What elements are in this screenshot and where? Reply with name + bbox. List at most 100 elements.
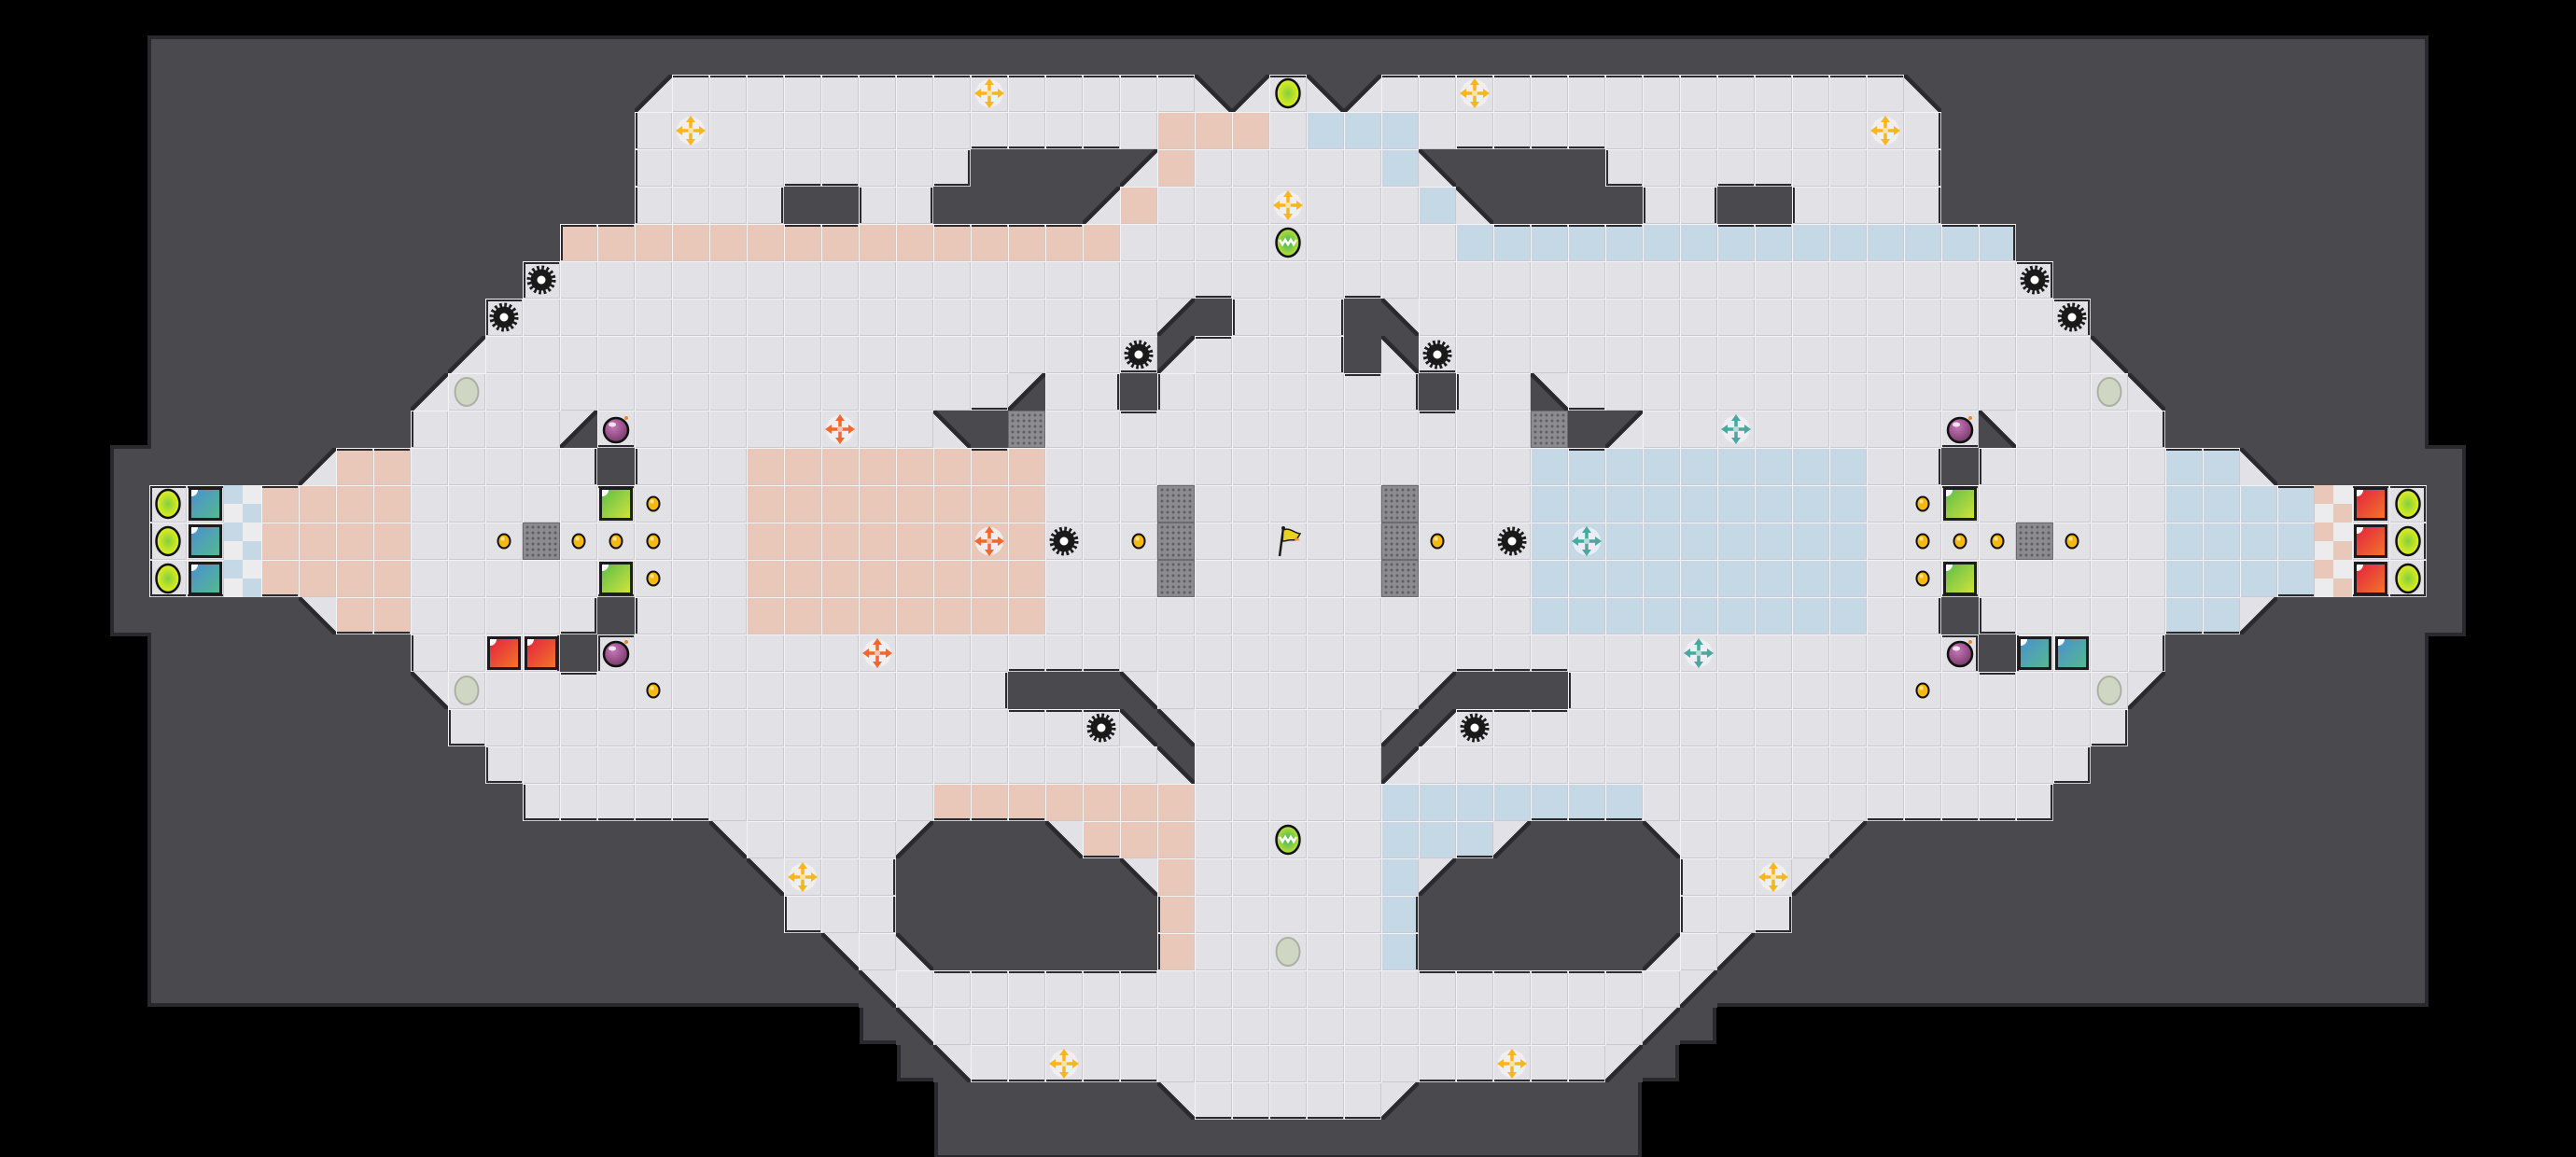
sloped-wall-tile: [1717, 933, 1755, 970]
floor-tile: [1605, 149, 1643, 187]
floor-tile: [2053, 709, 2091, 746]
floor-tile: [859, 784, 896, 821]
floor-tile: [896, 336, 933, 373]
floor-tile: [971, 112, 1008, 149]
floor-tile: [1904, 149, 1941, 187]
floor-tile: [1419, 224, 1456, 261]
floor-tile: [859, 746, 896, 784]
floor-tile: [1344, 858, 1381, 896]
blue-floor-tile: [2203, 448, 2240, 485]
floor-tile: [1232, 336, 1269, 373]
sloped-wall-tile: [1120, 672, 1157, 709]
floor-tile: [1344, 261, 1381, 299]
yellow-move-arrows-icon-graphic: [1758, 862, 1788, 892]
salmon-floor-tile: [709, 224, 747, 261]
floor-tile: [971, 1008, 1008, 1045]
yellow-goal-orb-icon: [2389, 560, 2427, 597]
floor-tile: [597, 336, 635, 373]
gold-coin-icon: [485, 523, 523, 560]
blue-floor-tile: [1381, 821, 1419, 858]
floor-tile: [1493, 560, 1531, 597]
floor-tile: [1307, 261, 1344, 299]
teal-move-arrows-icon-graphic: [1721, 414, 1751, 444]
floor-tile: [1083, 75, 1120, 112]
floor-tile: [896, 373, 933, 411]
salmon-floor-tile: [784, 224, 821, 261]
floor-tile: [1307, 1008, 1344, 1045]
sloped-wall-tile: [1643, 933, 1680, 970]
sloped-wall-tile: [1605, 1045, 1643, 1082]
salmon-floor-tile: [933, 560, 971, 597]
floor-tile: [560, 709, 597, 746]
floor-tile: [1269, 560, 1307, 597]
floor-tile: [1195, 672, 1232, 709]
sloped-wall-tile: [2128, 373, 2165, 411]
floor-tile: [2016, 336, 2053, 373]
floor-tile: [635, 336, 672, 373]
floor-tile: [1344, 1045, 1381, 1082]
gold-coin-icon: [1904, 560, 1941, 597]
gold-coin-icon-graphic: [2065, 533, 2079, 550]
floor-tile: [560, 299, 597, 336]
blue-crate-graphic: [189, 487, 222, 521]
floor-tile: [2016, 448, 2053, 485]
floor-tile: [1045, 970, 1083, 1008]
floor-tile: [1232, 261, 1269, 299]
floor-tile: [971, 1045, 1008, 1082]
floor-tile: [597, 709, 635, 746]
blue-floor-tile: [1941, 224, 1979, 261]
floor-tile: [672, 485, 709, 523]
floor-tile: [1045, 112, 1083, 149]
floor-tile: [1232, 149, 1269, 187]
floor-tile: [1531, 1008, 1568, 1045]
floor-tile: [411, 485, 448, 523]
floor-tile: [1120, 970, 1157, 1008]
blue-floor-tile: [1531, 560, 1568, 597]
floor-tile: [1867, 448, 1904, 485]
blue-floor-tile: [1829, 448, 1867, 485]
blue-floor-tile: [1792, 448, 1829, 485]
floor-tile: [709, 411, 747, 448]
blue-floor-tile: [1717, 523, 1755, 560]
salmon-floor-tile: [1045, 224, 1083, 261]
floor-tile: [1979, 485, 2016, 523]
floor-tile: [1344, 597, 1381, 634]
sloped-wall-tile: [1045, 821, 1083, 858]
blue-floor-tile: [1419, 784, 1456, 821]
sloped-wall-tile: [1157, 1082, 1195, 1120]
floor-tile: [635, 634, 672, 672]
floor-tile: [709, 523, 747, 560]
floor-tile: [1605, 299, 1643, 336]
floor-tile: [1493, 485, 1531, 523]
floor-tile: [1792, 149, 1829, 187]
floor-tile: [1381, 261, 1419, 299]
floor-tile: [2053, 672, 2091, 709]
sloped-wall-tile: [299, 597, 336, 634]
sloped-wall-tile: [560, 411, 597, 448]
orange-move-arrows-icon: [821, 411, 859, 448]
floor-tile: [1493, 746, 1531, 784]
floor-tile: [1344, 411, 1381, 448]
floor-tile: [1195, 485, 1232, 523]
blue-crate-graphic: [2018, 636, 2051, 670]
floor-tile: [1680, 149, 1717, 187]
floor-tile: [1120, 1045, 1157, 1082]
floor-tile: [747, 634, 784, 672]
sawblade-gear-icon: [2053, 299, 2091, 336]
floor-tile: [1904, 746, 1941, 784]
floor-tile: [1381, 970, 1419, 1008]
floor-tile: [485, 672, 523, 709]
sloped-wall-tile: [1419, 858, 1456, 896]
floor-tile: [1941, 336, 1979, 373]
blue-floor-tile: [2203, 560, 2240, 597]
floor-tile: [448, 523, 485, 560]
salmon-checker-tile: [2315, 485, 2352, 523]
floor-tile: [1269, 1045, 1307, 1082]
salmon-floor-tile: [373, 448, 411, 485]
blue-floor-tile: [2240, 485, 2277, 523]
floor-tile: [784, 784, 821, 821]
floor-tile: [560, 261, 597, 299]
floor-tile: [1307, 970, 1344, 1008]
floor-tile: [896, 784, 933, 821]
floor-tile: [1307, 448, 1344, 485]
